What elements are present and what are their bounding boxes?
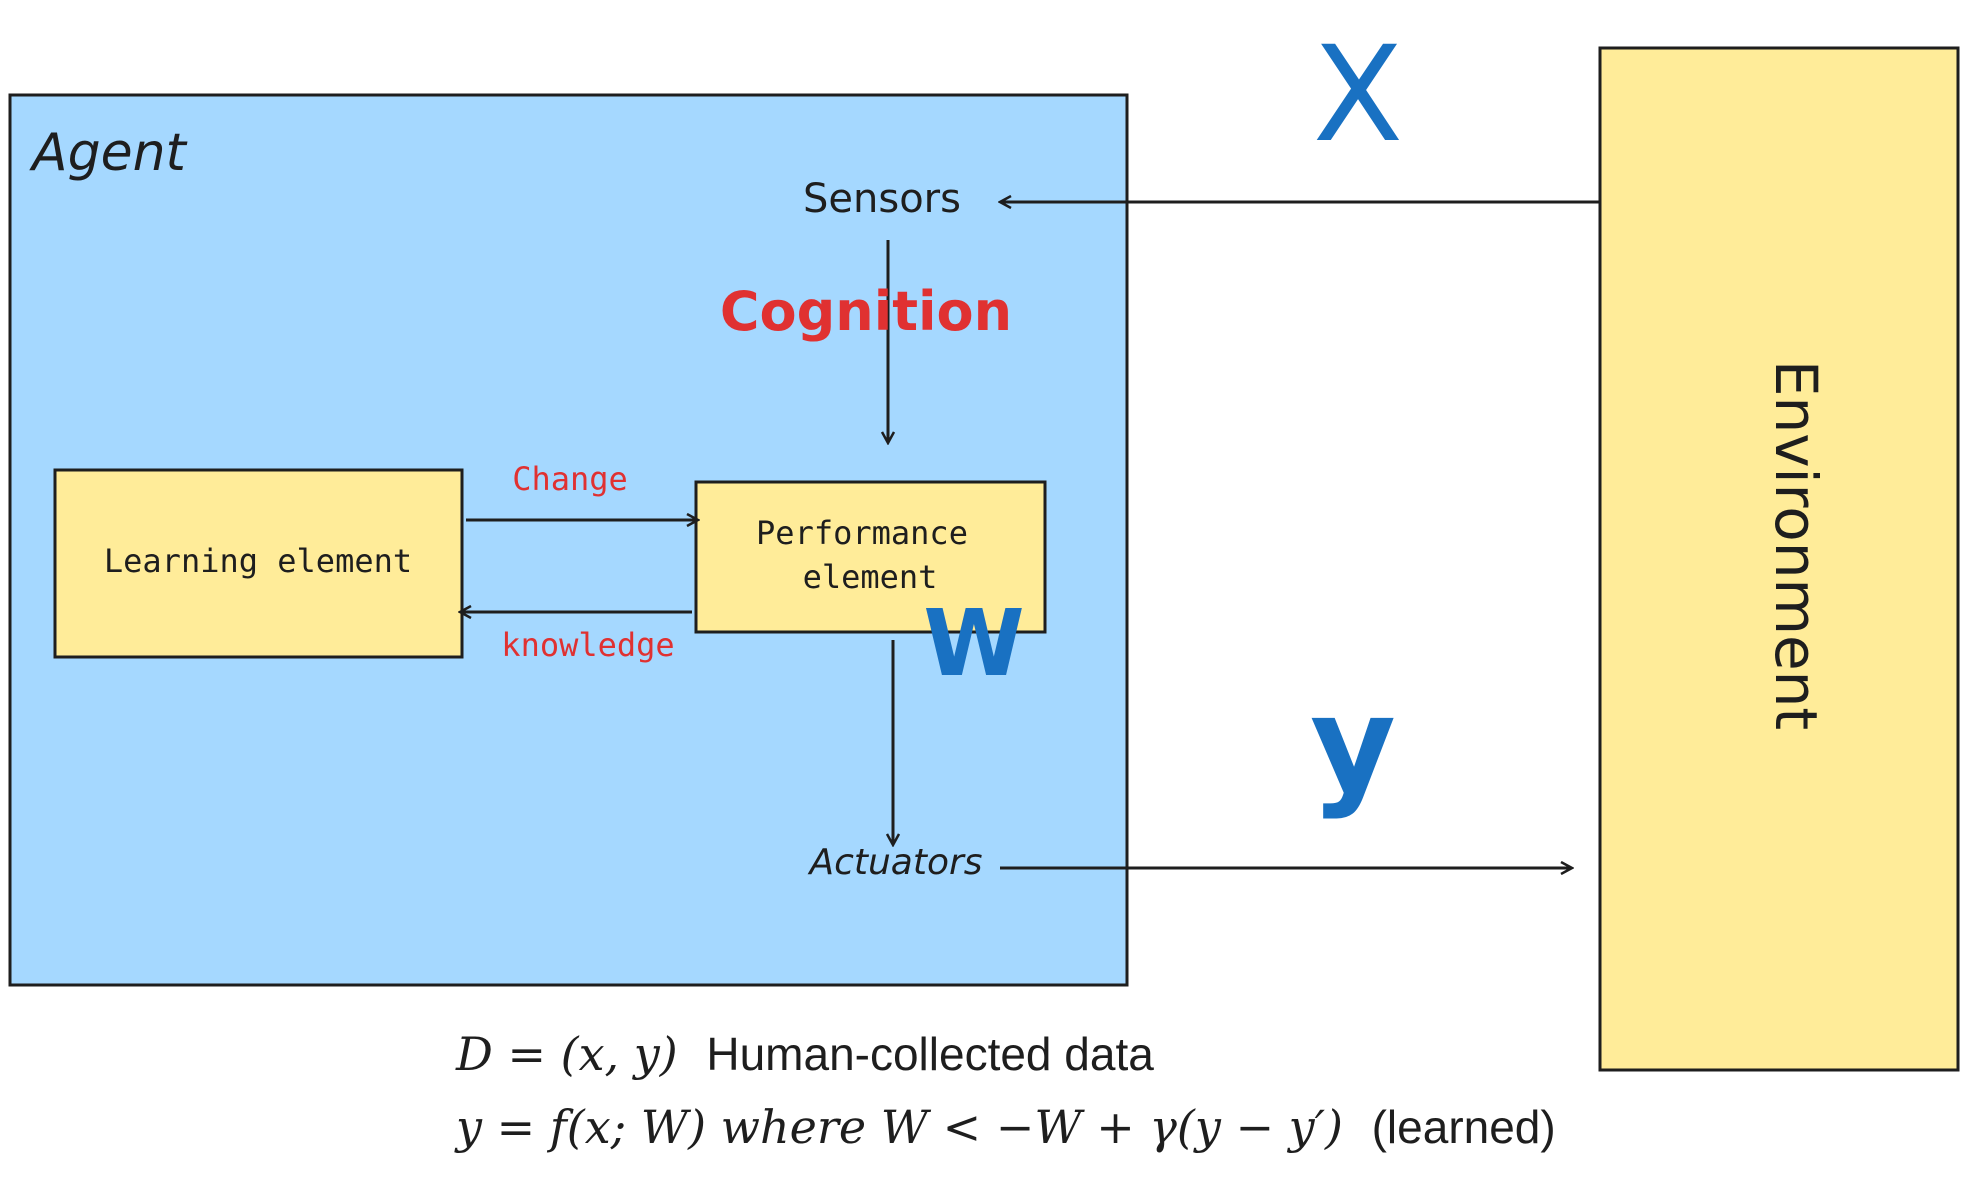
performance-element-label-line1: Performance (756, 514, 968, 552)
input-x-label: X (1313, 18, 1403, 172)
learning-element-label: Learning element (104, 542, 412, 580)
environment-label: Environment (1762, 360, 1830, 730)
actuators-label: Actuators (807, 842, 982, 883)
formula-line-2: y = f(x; W) where W < −W + γ(y − y′) (le… (454, 1100, 1556, 1154)
environment-box (1598, 46, 1960, 1072)
formula-line-2-math: y = f(x; W) where W < −W + γ(y − y′) (454, 1100, 1343, 1154)
cognition-label: Cognition (720, 280, 1012, 343)
formula-line-1: D = (x, y) Human-collected data (455, 1027, 1154, 1081)
performance-element-label-line2: element (803, 558, 938, 596)
formula-line-2-text: (learned) (1372, 1101, 1556, 1153)
sensors-label: Sensors (803, 176, 961, 222)
weight-label: W (923, 590, 1024, 697)
formula-line-1-text: Human-collected data (706, 1028, 1154, 1080)
learning-element-box (53, 468, 464, 659)
performance-element-box (694, 480, 1047, 634)
output-y-label: y (1310, 668, 1396, 822)
knowledge-label: knowledge (501, 626, 674, 664)
agent-label: Agent (29, 123, 188, 183)
formula-line-1-math: D = (x, y) (455, 1027, 678, 1081)
change-label: Change (512, 460, 628, 498)
